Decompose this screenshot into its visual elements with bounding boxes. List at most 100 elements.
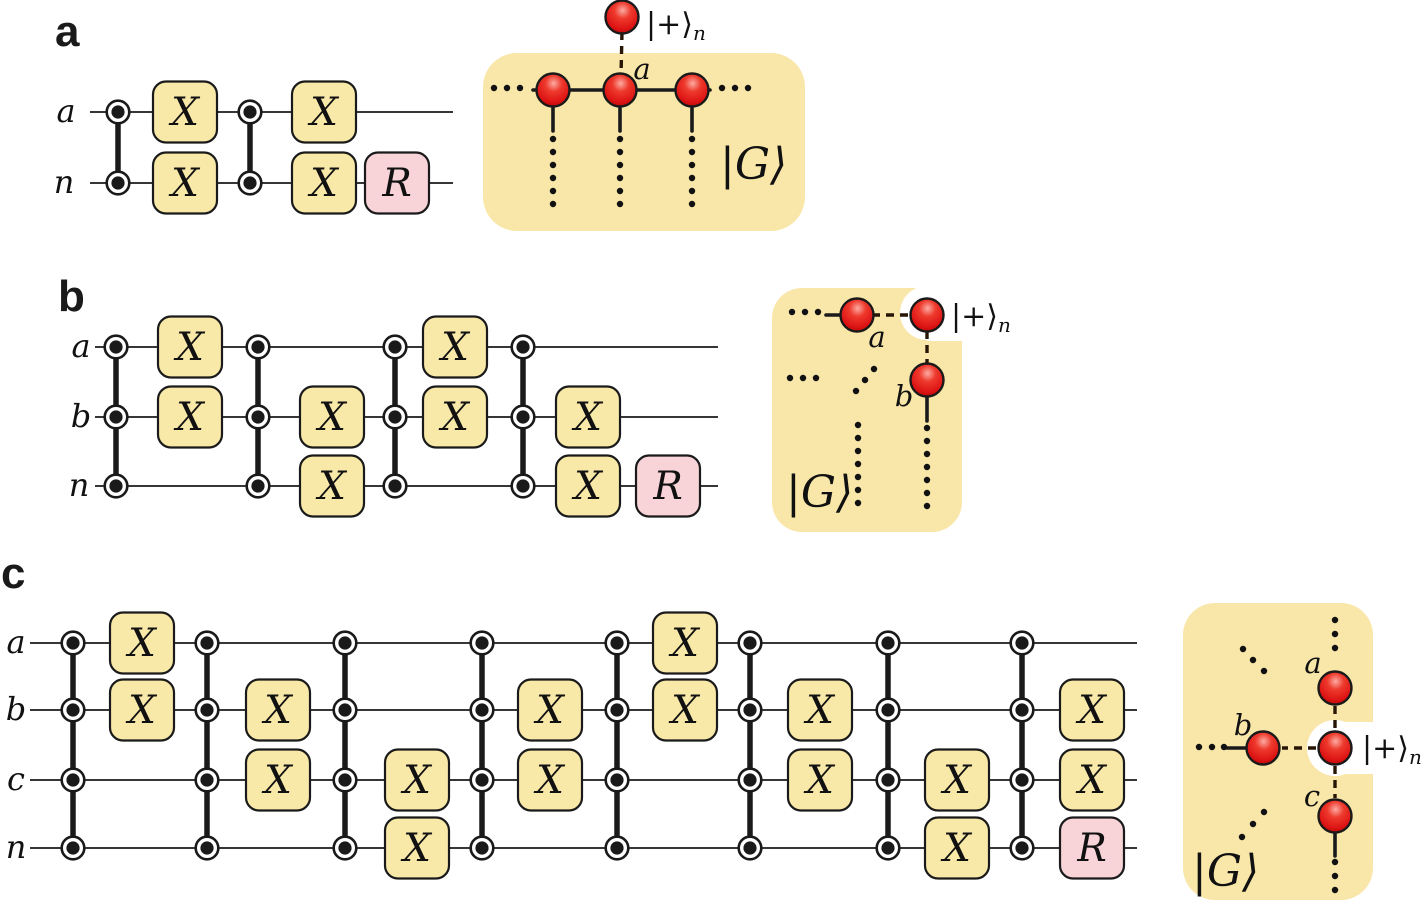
graph-node-plus bbox=[909, 297, 945, 333]
control-dot bbox=[475, 841, 489, 855]
graph-node-b bbox=[909, 362, 945, 398]
gate-label-x: X bbox=[1075, 758, 1108, 803]
x-gate-box bbox=[298, 454, 366, 518]
graph-node-plus bbox=[1317, 730, 1353, 766]
dashed-edge bbox=[619, 31, 624, 77]
x-gate-box bbox=[651, 611, 719, 675]
control-dot bbox=[516, 410, 530, 424]
x-gate-box bbox=[151, 80, 219, 144]
control-dot bbox=[475, 773, 489, 787]
graph-node-a bbox=[1317, 670, 1353, 706]
graph-c: a b c |+⟩n |G⟩ bbox=[1183, 603, 1422, 900]
control-dot bbox=[111, 176, 125, 190]
graph-node-a bbox=[839, 297, 875, 333]
control-dot bbox=[66, 636, 80, 650]
x-gate-box bbox=[244, 748, 312, 812]
gate-label-x: X bbox=[533, 688, 566, 733]
control-dot bbox=[66, 841, 80, 855]
x-gate-box bbox=[383, 816, 451, 880]
wire-label-c: c bbox=[7, 760, 25, 798]
panel-letter-a: a bbox=[55, 7, 80, 56]
x-gate-box bbox=[298, 385, 366, 449]
x-gate-box bbox=[516, 678, 584, 742]
gate-label-x: X bbox=[940, 826, 973, 871]
gate-label-x: X bbox=[315, 464, 348, 509]
gate-label-x: X bbox=[261, 758, 294, 803]
x-gate-box bbox=[786, 748, 854, 812]
control-dot bbox=[388, 479, 402, 493]
g-state-label: |G⟩ bbox=[786, 467, 853, 518]
plus-state-label: |+⟩n bbox=[646, 7, 706, 45]
x-gate-box bbox=[554, 454, 622, 518]
control-dot bbox=[610, 636, 624, 650]
gate-label-x: X bbox=[261, 688, 294, 733]
control-dot bbox=[1015, 773, 1029, 787]
control-dot bbox=[610, 773, 624, 787]
gate-label-x: X bbox=[533, 758, 566, 803]
control-dot bbox=[66, 703, 80, 717]
control-dot bbox=[243, 105, 257, 119]
x-gate-box bbox=[1058, 748, 1126, 812]
x-gate-box bbox=[923, 816, 991, 880]
x-gate-box bbox=[383, 748, 451, 812]
panel-letter-b: b bbox=[58, 272, 85, 321]
control-dot bbox=[743, 841, 757, 855]
control-dot bbox=[109, 479, 123, 493]
control-dot bbox=[516, 479, 530, 493]
x-gate-box bbox=[421, 315, 489, 379]
control-dot bbox=[200, 773, 214, 787]
x-gate-box bbox=[244, 678, 312, 742]
x-gate-box bbox=[651, 678, 719, 742]
wire-label-a: a bbox=[71, 327, 90, 365]
x-gate-box bbox=[108, 611, 176, 675]
node-label-b: b bbox=[1234, 708, 1253, 742]
control-dot bbox=[338, 841, 352, 855]
ellipsis-dots bbox=[786, 308, 931, 510]
gate-label-x: X bbox=[668, 688, 701, 733]
control-dot bbox=[109, 340, 123, 354]
control-dot bbox=[743, 773, 757, 787]
graph-node-plus bbox=[604, 0, 640, 35]
wire-label-b: b bbox=[6, 690, 26, 728]
x-gate-box bbox=[156, 315, 224, 379]
gate-label-x: X bbox=[400, 826, 433, 871]
graph-node bbox=[674, 72, 710, 108]
gate-label-x: X bbox=[168, 161, 201, 206]
wire-label-b: b bbox=[71, 397, 91, 435]
graph-node bbox=[535, 72, 571, 108]
gate-label-x: X bbox=[940, 758, 973, 803]
gate-label-x: X bbox=[125, 621, 158, 666]
control-dot bbox=[338, 703, 352, 717]
control-dot bbox=[338, 773, 352, 787]
gate-label-x: X bbox=[168, 90, 201, 135]
node-label-b: b bbox=[895, 379, 914, 413]
graph-node-b bbox=[1245, 730, 1281, 766]
x-gate-box bbox=[421, 385, 489, 449]
plus-state-label: |+⟩n bbox=[1362, 731, 1422, 769]
r-gate-box bbox=[363, 151, 431, 215]
gate-label-x: X bbox=[803, 688, 836, 733]
gate-label-x: X bbox=[125, 688, 158, 733]
x-gate-box bbox=[923, 748, 991, 812]
x-gate-box bbox=[554, 385, 622, 449]
gate-label-x: X bbox=[1075, 688, 1108, 733]
control-dot bbox=[388, 340, 402, 354]
control-dot bbox=[1015, 841, 1029, 855]
control-dot bbox=[338, 636, 352, 650]
plus-state-label: |+⟩n bbox=[951, 299, 1011, 337]
gate-label-x: X bbox=[803, 758, 836, 803]
gate-label-x: X bbox=[173, 395, 206, 440]
wire-label-n: n bbox=[54, 163, 75, 201]
control-dot bbox=[66, 773, 80, 787]
gate-label-x: X bbox=[438, 395, 471, 440]
gate-label-x: X bbox=[571, 464, 604, 509]
control-dot bbox=[243, 176, 257, 190]
control-dot bbox=[881, 703, 895, 717]
control-dot bbox=[111, 105, 125, 119]
panel-letter-c: c bbox=[1, 549, 25, 598]
control-dot bbox=[610, 841, 624, 855]
